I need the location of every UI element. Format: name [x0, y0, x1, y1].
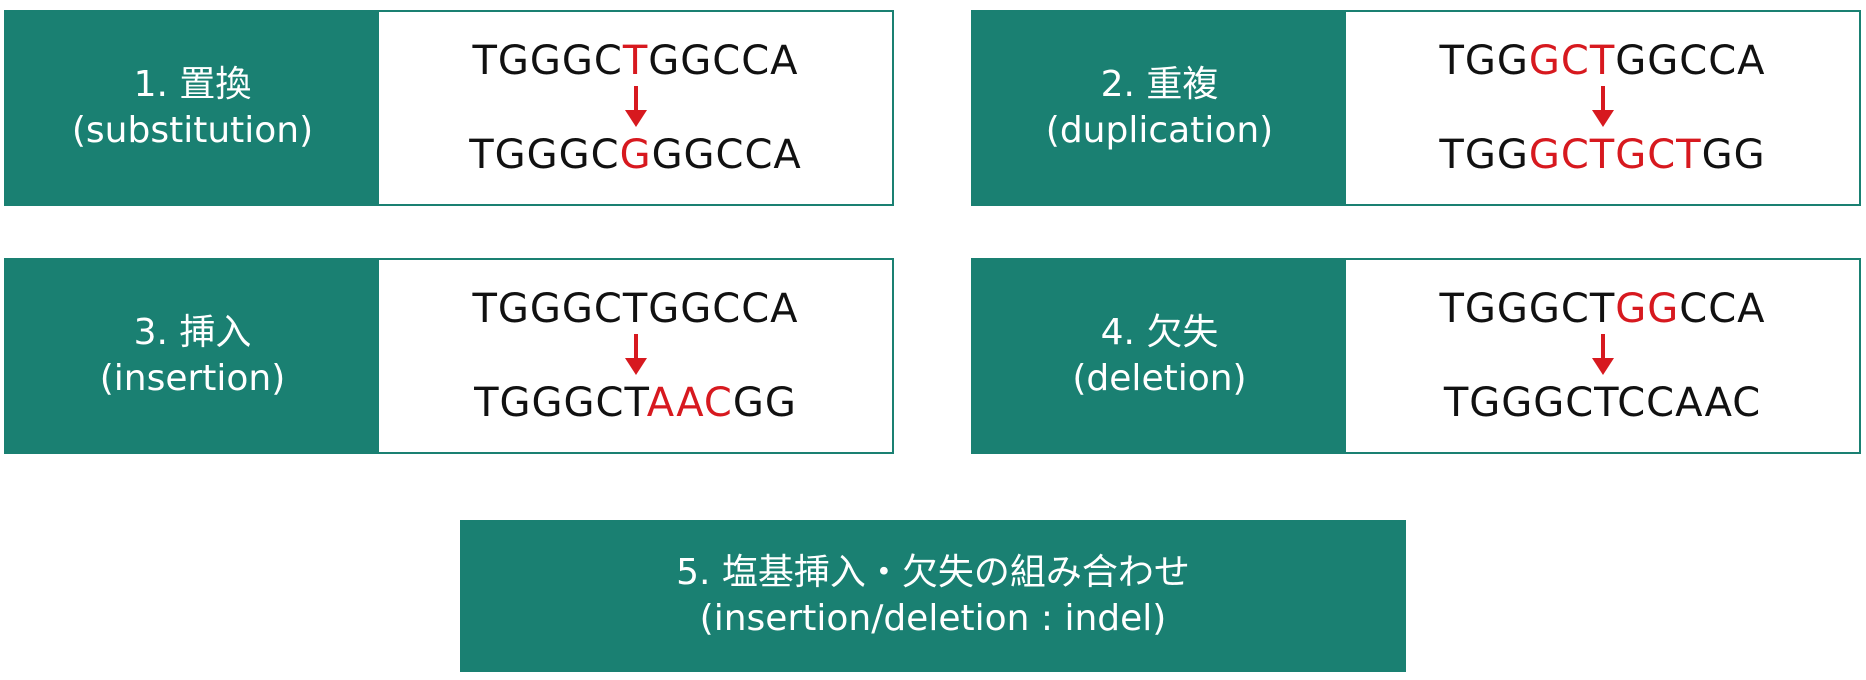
sequence-after: TGGGCGGGCCA — [469, 131, 802, 179]
seq-segment: GG — [1701, 132, 1766, 178]
seq-segment-highlight: GG — [1615, 286, 1680, 332]
sequence-after: TGGGCTGCTGG — [1439, 131, 1765, 179]
down-arrow-icon — [1591, 334, 1614, 375]
card-subtitle: (insertion) — [99, 358, 286, 399]
sequence-panel: TGGGCTGGCCA TGGGCTAACGG — [379, 260, 892, 452]
seq-segment: GGCCA — [651, 132, 802, 178]
seq-segment: CCA — [1679, 286, 1766, 332]
sequence-before: TGGGCTGGCCA — [472, 37, 798, 85]
seq-segment: TGGGCT — [474, 380, 647, 426]
seq-segment: TGGGCTCCAAC — [1443, 380, 1762, 426]
sequence-panel: TGGGCTGGCCA TGGGCTCCAAC — [1346, 260, 1859, 452]
card-substitution: 1. 置換 (substitution) TGGGCTGGCCA TGGGCGG… — [4, 10, 894, 206]
seq-segment-highlight: AAC — [646, 380, 733, 426]
card-subtitle: (deletion) — [1072, 358, 1247, 399]
card-label: 3. 挿入 (insertion) — [6, 260, 379, 452]
seq-segment: GGCCA — [1615, 38, 1766, 84]
card-label: 4. 欠失 (deletion) — [973, 260, 1346, 452]
seq-segment-highlight: G — [619, 132, 652, 178]
seq-segment: GG — [732, 380, 797, 426]
combo-subtitle: (insertion/deletion : indel) — [699, 598, 1167, 639]
card-insertion: 3. 挿入 (insertion) TGGGCTGGCCA TGGGCTAACG… — [4, 258, 894, 454]
seq-segment: TGG — [1439, 132, 1529, 178]
sequence-after: TGGGCTCCAAC — [1444, 379, 1761, 427]
sequence-before: TGGGCTGGCCA — [473, 285, 799, 333]
sequence-panel: TGGGCTGGCCA TGGGCTGCTGG — [1346, 12, 1859, 204]
card-title: 3. 挿入 — [133, 312, 252, 353]
card-title: 4. 欠失 — [1100, 312, 1219, 353]
seq-segment-highlight: T — [622, 38, 649, 84]
card-duplication: 2. 重複 (duplication) TGGGCTGGCCA TGGGCTGC… — [971, 10, 1861, 206]
seq-segment-highlight: GCT — [1528, 38, 1616, 84]
down-arrow-icon — [1591, 86, 1614, 127]
sequence-before: TGGGCTGGCCA — [1439, 37, 1765, 85]
sequence-panel: TGGGCTGGCCA TGGGCGGGCCA — [379, 12, 892, 204]
down-arrow-icon — [624, 86, 647, 127]
seq-segment: TGGGC — [472, 38, 623, 84]
seq-segment-highlight: GCTGCT — [1528, 132, 1702, 178]
sequence-after: TGGGCTAACGG — [474, 379, 797, 427]
combo-title: 5. 塩基挿入・欠失の組み合わせ — [676, 552, 1190, 593]
seq-segment: TGGGC — [469, 132, 620, 178]
seq-segment: GGCCA — [648, 38, 799, 84]
seq-segment: TGGGCT — [1439, 286, 1616, 332]
sequence-before: TGGGCTGGCCA — [1439, 285, 1765, 333]
card-deletion: 4. 欠失 (deletion) TGGGCTGGCCA TGGGCTCCAAC — [971, 258, 1861, 454]
down-arrow-icon — [624, 334, 647, 375]
card-indel: 5. 塩基挿入・欠失の組み合わせ (insertion/deletion : i… — [460, 520, 1406, 672]
card-subtitle: (duplication) — [1045, 110, 1274, 151]
card-title: 1. 置換 — [133, 64, 252, 105]
card-subtitle: (substitution) — [71, 110, 314, 151]
card-label: 1. 置換 (substitution) — [6, 12, 379, 204]
seq-segment: TGG — [1439, 38, 1529, 84]
card-label: 2. 重複 (duplication) — [973, 12, 1346, 204]
card-title: 2. 重複 — [1100, 64, 1219, 105]
seq-segment: TGGGCTGGCCA — [472, 286, 799, 332]
